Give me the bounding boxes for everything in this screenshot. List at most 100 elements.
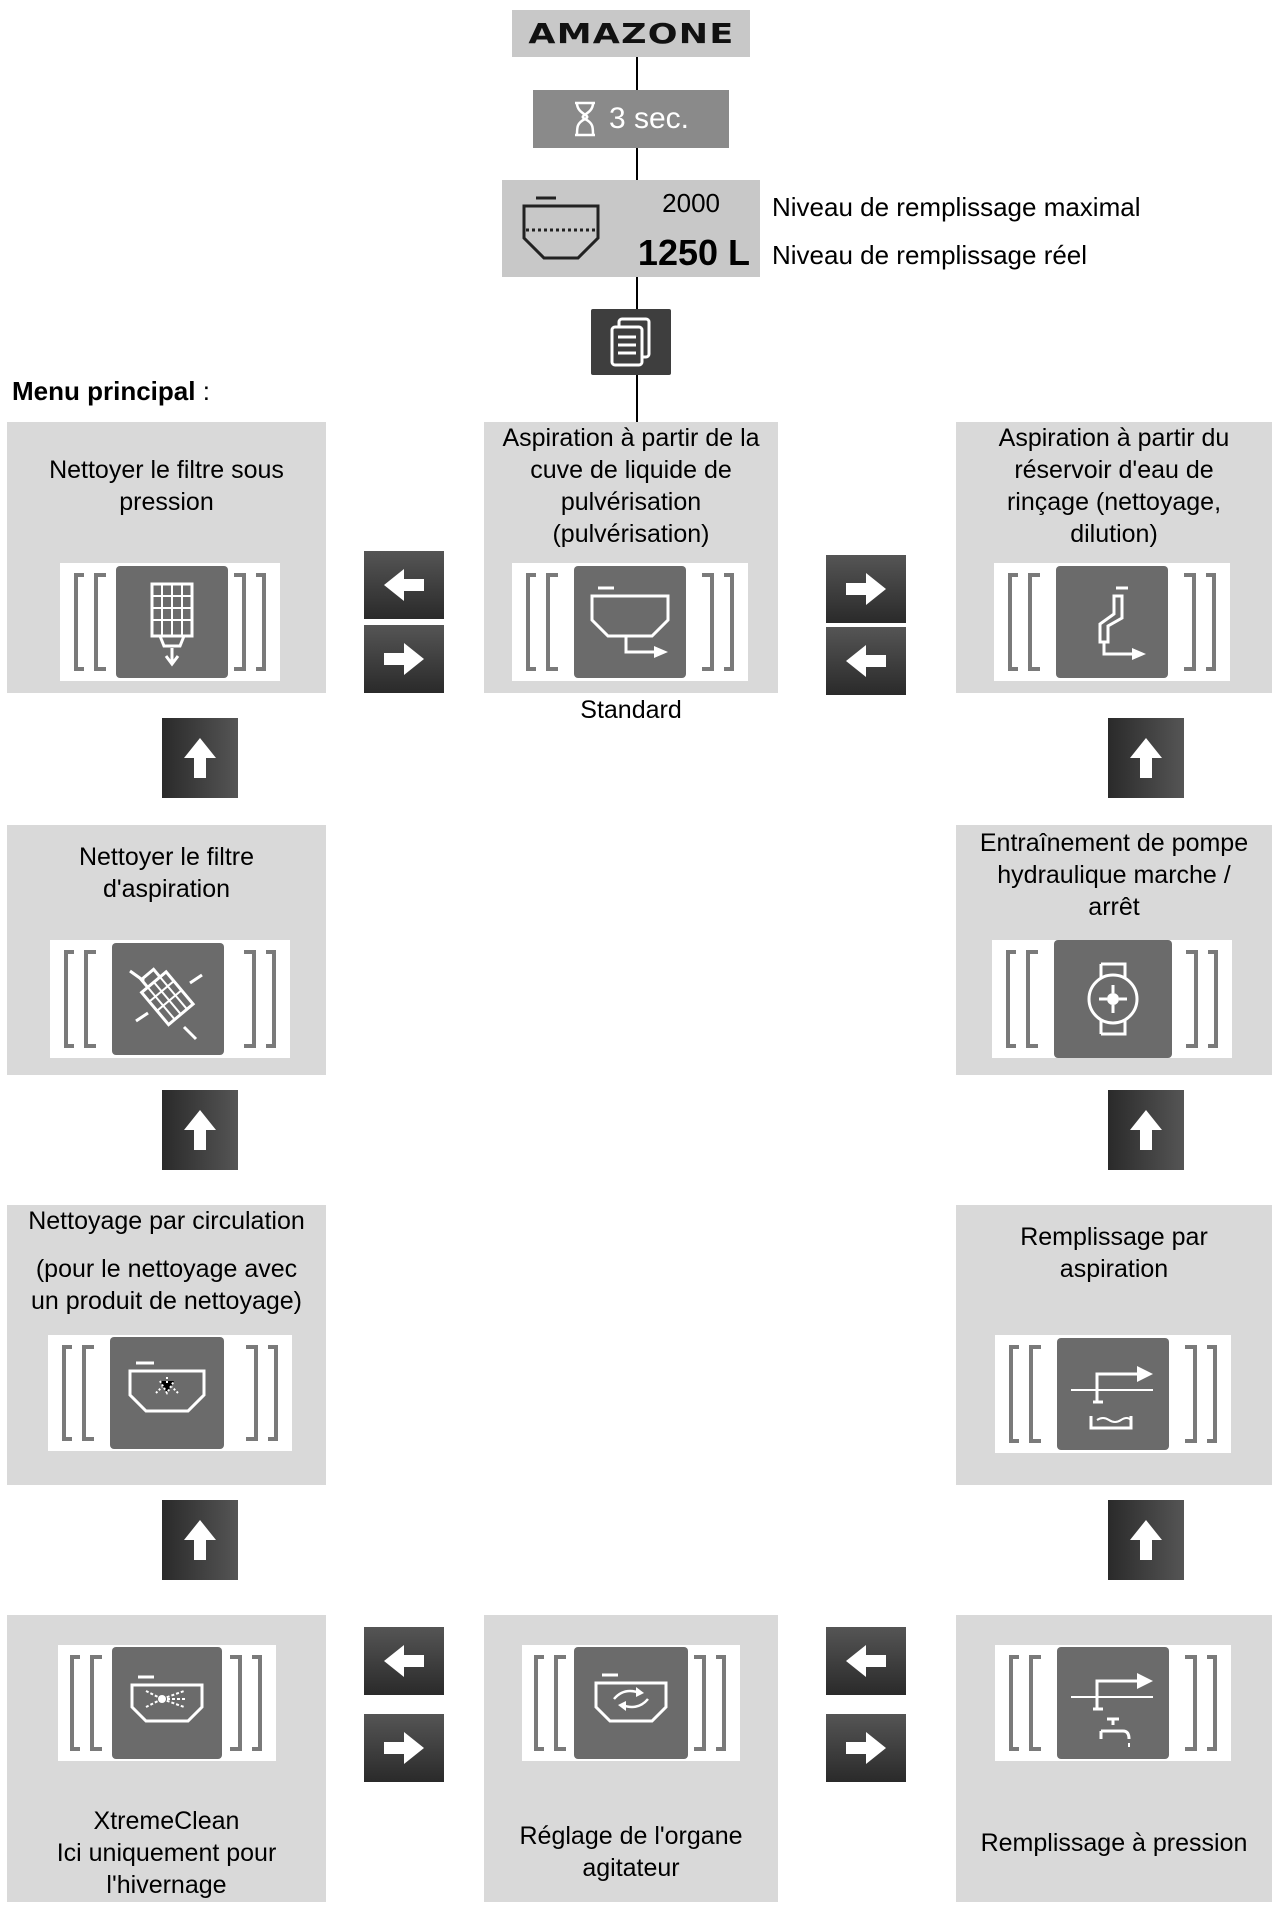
caption-agitator: Réglage de l'organe agitateur [484,1820,778,1884]
agitator-icon [594,1673,668,1723]
scroll-brackets-right-icon [246,1345,278,1441]
arrow-right-icon [384,1732,424,1764]
connector-line [636,57,638,90]
menu-title-bold: Menu principal [12,376,196,406]
icon-strip [522,1645,740,1761]
title-line: arrêt [1088,893,1140,921]
box-pressure-fill[interactable]: Remplissage à pression [956,1615,1272,1902]
arrow-right-icon [846,573,886,605]
pressure-fill-icon [1071,1673,1153,1747]
icon-strip [58,1645,276,1761]
title-line: dilution) [1070,520,1158,548]
title-line: (pulvérisation) [552,520,710,548]
title-line: Nettoyer le filtre [78,843,255,871]
scroll-brackets-left-icon [534,1655,566,1751]
icon-strip [995,1645,1231,1761]
scroll-brackets-right-icon [1186,950,1218,1048]
scroll-brackets-left-icon [1009,1655,1041,1751]
arrow-left-button[interactable] [826,627,906,695]
title-line: Nettoyer le filtre sous [49,456,284,484]
scroll-brackets-left-icon [526,573,558,671]
rinse-tank-suction-icon [1098,586,1146,660]
pump-icon-tile [1054,940,1172,1058]
box-pump-drive[interactable]: Entraînement de pompe hydraulique marche… [956,825,1272,1075]
timer-text: 3 sec. [608,102,690,135]
xtremeclean-icon [130,1675,204,1723]
box-circulation-cleaning[interactable]: Nettoyage par circulation (pour le netto… [7,1205,326,1485]
pressure-filter-icon [150,582,194,667]
document-list-icon [610,317,651,367]
arrow-left-icon [846,1645,886,1677]
arrow-right-button[interactable] [826,1714,906,1782]
agitator-icon-tile [574,1647,688,1759]
box-title: Nettoyer le filtre d'aspiration [7,841,326,905]
xtremeclean-icon-tile [112,1647,222,1759]
box-title: Remplissage par aspiration [956,1221,1272,1285]
box-filter-pressure[interactable]: Nettoyer le filtre sous pression [7,422,326,693]
circulation-icon-tile [110,1337,224,1449]
title-line: Entraînement de pompe [979,829,1249,857]
suction-fill-icon [1071,1366,1153,1430]
arrow-up-icon [1130,1520,1162,1560]
box-filter-suction[interactable]: Nettoyer le filtre d'aspiration [7,825,326,1075]
arrow-up-button[interactable] [162,718,238,798]
title-line: Remplissage par [1020,1223,1208,1251]
box-suction-fill[interactable]: Remplissage par aspiration [956,1205,1272,1485]
box-title: Nettoyage par circulation [7,1205,326,1237]
timer-display: 3 sec. [533,90,729,148]
title-line: Aspiration à partir du [998,424,1230,452]
arrow-right-button[interactable] [364,625,444,693]
arrow-up-button[interactable] [1108,1500,1184,1580]
menu-button[interactable] [591,309,671,375]
scroll-brackets-left-icon [1008,573,1040,671]
arrow-right-button[interactable] [364,1714,444,1782]
arrow-left-icon [846,645,886,677]
arrow-right-icon [384,643,424,675]
scroll-brackets-right-icon [234,573,266,671]
scroll-brackets-right-icon [694,1655,726,1751]
caption-line: l'hivernage [106,1871,227,1899]
menu-title: Menu principal : [12,376,210,407]
caption-line: Ici uniquement pour [56,1839,277,1867]
label-real-fill: Niveau de remplissage réel [772,240,1088,270]
arrow-up-icon [1130,738,1162,778]
scroll-brackets-left-icon [64,950,96,1048]
box-aspiration-rinse[interactable]: Aspiration à partir du réservoir d'eau d… [956,422,1272,693]
box-xtremeclean[interactable]: XtremeClean Ici uniquement pour l'hivern… [7,1615,326,1902]
arrow-up-button[interactable] [1108,1090,1184,1170]
menu-title-colon: : [195,376,210,406]
subtitle-line: (pour le nettoyage avec [35,1255,298,1283]
circulation-cleaning-icon [128,1361,206,1413]
icon-strip [992,940,1232,1058]
scroll-brackets-left-icon [62,1345,94,1441]
tank-real-value: 1250 L [637,232,750,273]
icon-strip [994,563,1230,681]
arrow-left-button[interactable] [364,1627,444,1695]
connector-line [636,375,638,422]
pressure-fill-icon-tile [1057,1647,1169,1759]
scroll-brackets-left-icon [1006,950,1038,1048]
box-agitator[interactable]: Réglage de l'organe agitateur [484,1615,778,1902]
rinse-tank-icon-tile [1056,566,1168,678]
suction-fill-icon-tile [1057,1338,1169,1450]
arrow-left-button[interactable] [364,551,444,619]
icon-strip [48,1335,292,1451]
box-aspiration-spray[interactable]: Aspiration à partir de la cuve de liquid… [484,422,778,693]
arrow-right-icon [846,1732,886,1764]
scroll-brackets-right-icon [230,1655,262,1751]
suction-filter-icon [129,967,203,1041]
caption-standard: Standard [580,696,682,724]
arrow-up-icon [184,738,216,778]
arrow-up-button[interactable] [162,1090,238,1170]
title-line: Nettoyage par circulation [28,1207,305,1235]
title-line: pression [119,488,214,516]
arrow-right-button[interactable] [826,555,906,623]
arrow-up-button[interactable] [1108,718,1184,798]
arrow-left-icon [384,569,424,601]
arrow-up-button[interactable] [162,1500,238,1580]
title-line: d'aspiration [102,875,231,903]
arrow-left-button[interactable] [826,1627,906,1695]
tank-icon [522,196,600,260]
box-title: Entraînement de pompe hydraulique marche… [956,827,1272,923]
title-line: cuve de liquide de [530,456,732,484]
